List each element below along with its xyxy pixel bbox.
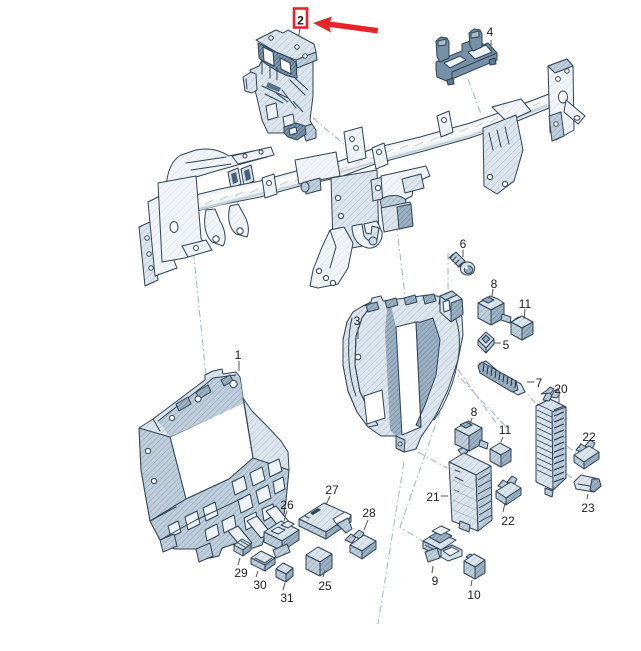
svg-text:22: 22 xyxy=(501,514,515,528)
svg-text:6: 6 xyxy=(460,237,467,251)
svg-text:4: 4 xyxy=(487,25,494,39)
svg-text:5: 5 xyxy=(503,338,510,352)
svg-text:31: 31 xyxy=(280,591,294,605)
svg-text:22: 22 xyxy=(582,430,596,444)
svg-text:2: 2 xyxy=(297,14,304,28)
svg-text:10: 10 xyxy=(467,588,481,602)
svg-text:1: 1 xyxy=(235,348,242,362)
svg-text:25: 25 xyxy=(318,579,332,593)
svg-text:9: 9 xyxy=(432,574,439,588)
svg-text:3: 3 xyxy=(354,314,361,328)
svg-text:8: 8 xyxy=(471,405,478,419)
svg-text:28: 28 xyxy=(362,506,376,520)
svg-text:7: 7 xyxy=(536,376,543,390)
svg-text:27: 27 xyxy=(325,483,339,497)
svg-text:11: 11 xyxy=(499,423,512,437)
svg-text:23: 23 xyxy=(581,501,595,515)
svg-text:26: 26 xyxy=(280,498,294,512)
svg-text:8: 8 xyxy=(491,277,498,291)
svg-text:11: 11 xyxy=(519,297,532,311)
svg-text:30: 30 xyxy=(253,578,267,592)
svg-text:21: 21 xyxy=(426,490,440,504)
svg-text:20: 20 xyxy=(554,382,568,396)
svg-text:29: 29 xyxy=(234,566,248,580)
